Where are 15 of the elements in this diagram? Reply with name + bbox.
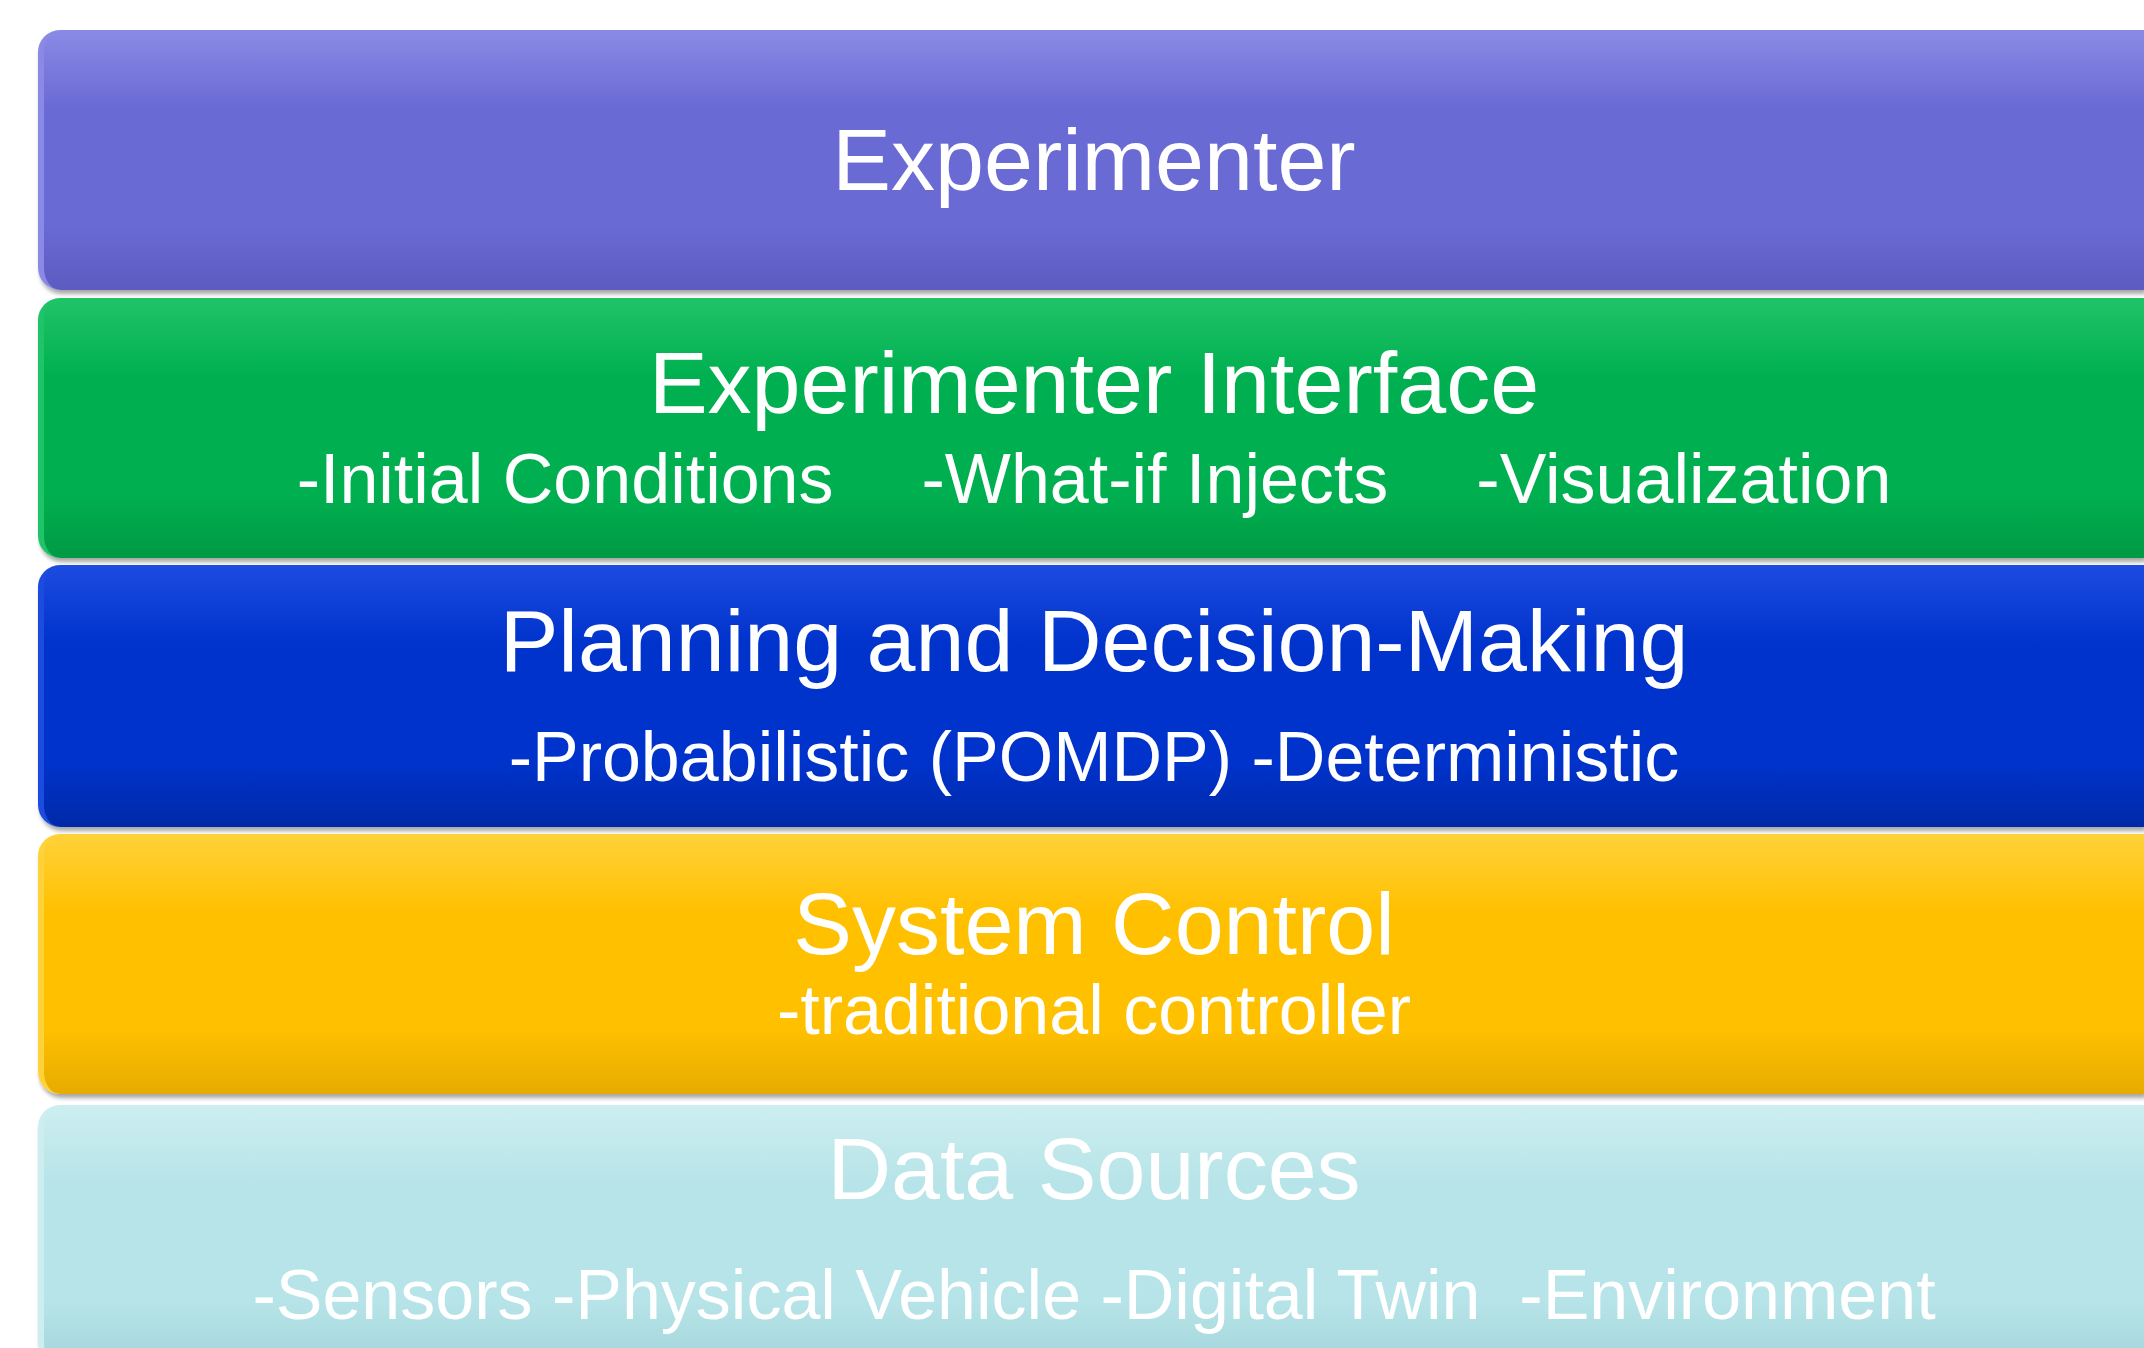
layer-band xyxy=(38,30,2144,290)
layer-title: Experimenter Interface xyxy=(648,336,1540,429)
layer-band xyxy=(38,834,2144,1094)
layer-title: Planning and Decision-Making xyxy=(499,594,1689,687)
layer-detail: -Initial Conditions xyxy=(296,438,834,520)
layer-detail: -Sensors -Physical Vehicle -Digital Twin -Environment xyxy=(252,1255,1936,1336)
layer-title: System Control xyxy=(793,877,1395,970)
layer-band xyxy=(38,1105,2144,1348)
layer-band xyxy=(38,298,2144,558)
layer-title: Data Sources xyxy=(827,1123,1361,1216)
layer-detail: -What-if Injects xyxy=(921,438,1389,520)
layer-detail: -Visualization xyxy=(1476,438,1892,520)
layer-title: Experimenter xyxy=(832,113,1356,207)
layer-detail: -Probabilistic (POMDP) -Deterministic xyxy=(508,716,1680,798)
layer-band xyxy=(38,565,2144,827)
